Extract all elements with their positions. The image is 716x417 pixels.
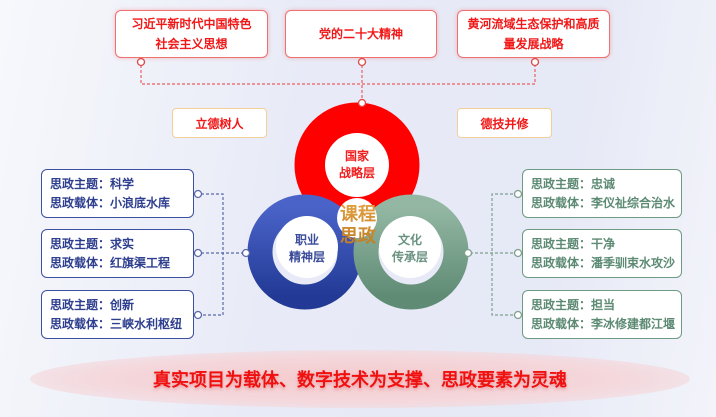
right-card-loyalty: 思政主题：忠诚思政载体：李仪祉综合治水 xyxy=(522,169,682,218)
label-vocational-spirit: 职业精神层 xyxy=(288,233,325,264)
slogan-banner: 真实项目为载体、数字技术为支撑、思政要素为灵魂 xyxy=(30,350,690,408)
top-box-line: 量发展战略 xyxy=(503,37,564,51)
left-card-science: 思政主题：科学思政载体：小浪底水库 xyxy=(41,169,194,218)
top-box-yellow-river: 黄河流域生态保护和高质量发展战略 xyxy=(457,10,610,58)
top-box-xi-thought: 习近平新时代中国特色社会主义思想 xyxy=(115,10,268,58)
top-box-20th-congress: 党的二十大精神 xyxy=(285,10,437,58)
left-connectors xyxy=(201,193,242,316)
center-title: 课程思政 xyxy=(336,204,380,248)
label-cultural-heritage: 文化传承层 xyxy=(391,233,428,264)
ring-vocational xyxy=(247,194,363,310)
left-card-innovation: 思政主题：创新思政载体：三峡水利枢纽 xyxy=(41,290,194,339)
right-connectors xyxy=(472,193,518,316)
top-box-line: 习近平新时代中国特色 xyxy=(131,17,252,31)
right-card-responsibility: 思政主题：担当思政载体：李冰修建都江堰 xyxy=(522,290,682,339)
ring-cultural xyxy=(353,194,469,310)
left-card-realism: 思政主题：求实思政载体：红旗渠工程 xyxy=(41,229,194,278)
mid-box-lide-shuren: 立德树人 xyxy=(172,108,267,138)
slogan-text: 真实项目为载体、数字技术为支撑、思政要素为灵魂 xyxy=(153,370,567,391)
mid-box-deji-bingxiu: 德技并修 xyxy=(457,108,552,138)
right-card-integrity: 思政主题：干净思政载体：潘季驯束水攻沙 xyxy=(522,229,682,278)
label-national-strategy: 国家战略层 xyxy=(338,149,375,180)
top-box-line: 社会主义思想 xyxy=(155,37,228,51)
top-box-line: 黄河流域生态保护和高质 xyxy=(467,17,600,31)
top-connectors xyxy=(140,65,536,100)
top-box-line: 党的二十大精神 xyxy=(318,27,403,41)
